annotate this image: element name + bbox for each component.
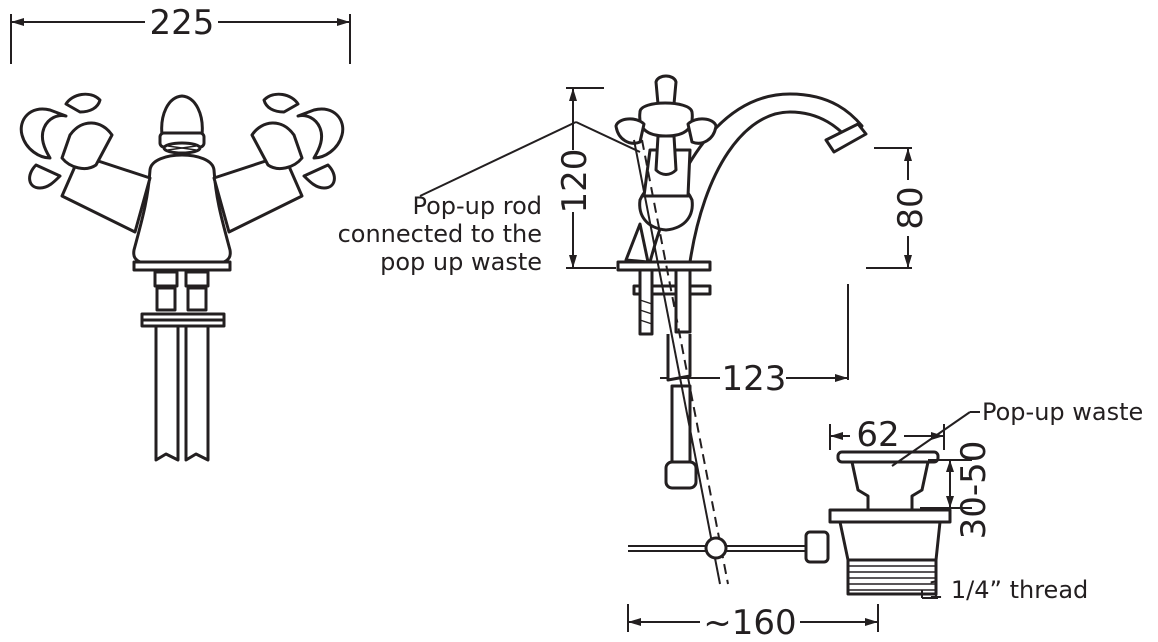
pop-up-rod-callout: Pop-up rod connected to the pop up waste	[338, 121, 641, 276]
side-spout	[648, 92, 864, 264]
pop-up-rod-line3: pop up waste	[380, 248, 542, 276]
dim-80-label: 80	[891, 186, 931, 229]
side-base	[616, 260, 712, 272]
dimension-62: 62	[829, 415, 945, 455]
pop-up-waste	[828, 450, 952, 596]
front-base-plate	[132, 260, 232, 272]
side-base-web	[624, 222, 650, 264]
dim-30-50-label: 30-50	[954, 441, 994, 540]
front-hoses	[140, 270, 226, 462]
side-view: 120 Pop-up rod connected to the pop up w…	[338, 74, 1143, 642]
side-mounting	[632, 268, 712, 490]
dimension-30-50: 30-50	[920, 441, 994, 540]
dim-62-label: 62	[856, 415, 899, 455]
dimension-120: 120	[555, 87, 616, 269]
front-spout	[158, 94, 206, 155]
pop-up-rod-line1: Pop-up rod	[412, 192, 542, 220]
dimension-80: 80	[866, 147, 931, 269]
pop-up-rod	[633, 139, 729, 585]
thread-callout: 1 1/4” thread	[921, 576, 1088, 604]
pop-up-waste-callout: Pop-up waste	[891, 398, 1143, 467]
front-body	[132, 153, 232, 268]
dimension-225: 225	[10, 3, 351, 64]
thread-label: 1 1/4” thread	[928, 576, 1088, 604]
front-view: 225	[10, 3, 351, 462]
pop-up-waste-label: Pop-up waste	[982, 398, 1143, 426]
pop-up-rod-line2: connected to the	[338, 220, 542, 248]
right-handle	[212, 92, 345, 234]
left-handle	[19, 92, 152, 234]
dim-160-label: ~160	[703, 603, 796, 637]
dim-225-label: 225	[150, 3, 215, 43]
side-handle	[614, 74, 718, 176]
dim-120-label: 120	[555, 149, 595, 214]
lift-rod	[628, 530, 830, 564]
dim-123-label: 123	[722, 359, 787, 399]
dimension-123: 123	[660, 284, 849, 399]
spout-outlet	[824, 122, 868, 154]
dimension-160: ~160	[627, 603, 879, 642]
